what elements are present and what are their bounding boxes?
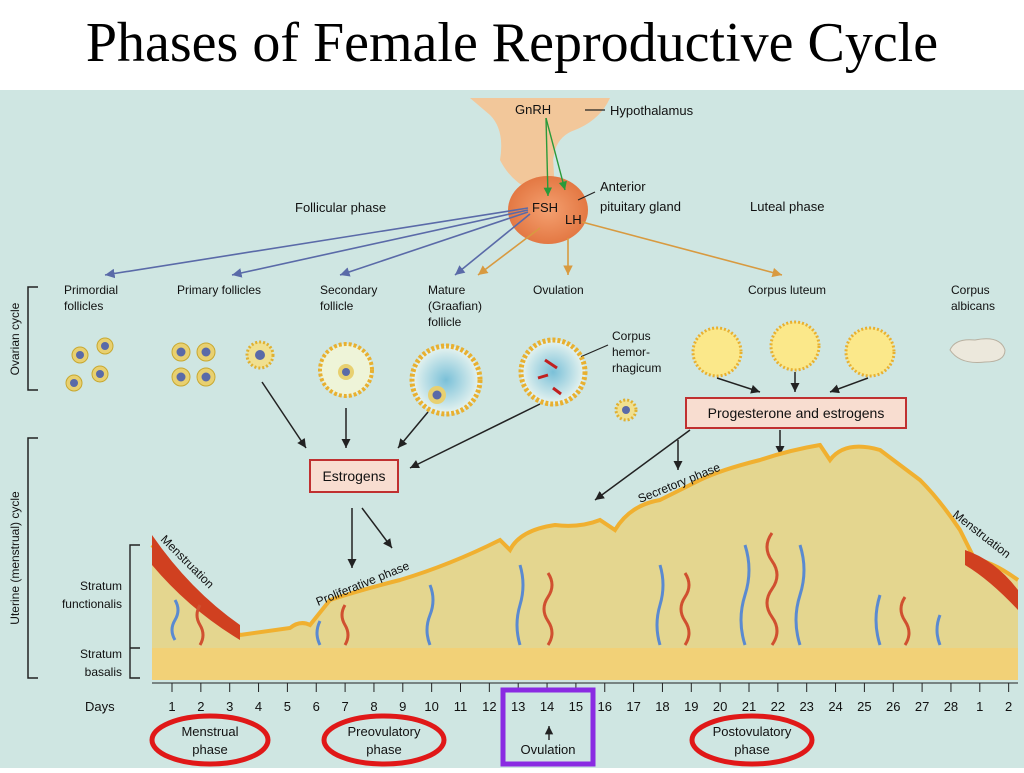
secondary-label-2: follicle [320, 299, 354, 313]
basalis-label-2: basalis [85, 665, 122, 679]
day-label: 7 [341, 699, 348, 714]
lh-arrows [477, 221, 783, 278]
basalis-label-1: Stratum [80, 647, 122, 661]
pituitary-label-2: pituitary gland [600, 199, 681, 214]
mature-label-3: follicle [428, 315, 462, 329]
day-label: 16 [598, 699, 612, 714]
days-label: Days [85, 699, 115, 714]
svg-text:Menstrual: Menstrual [181, 724, 238, 739]
mature-follicle [409, 343, 483, 417]
fsh-label: FSH [532, 200, 558, 215]
svg-text:phase: phase [366, 742, 401, 757]
preovulatory-phase-marker: Preovulatory phase [321, 713, 447, 767]
day-label: 22 [771, 699, 785, 714]
progesterone-box: Progesterone and estrogens [685, 397, 907, 429]
estrogens-box: Estrogens [309, 459, 399, 493]
svg-text:phase: phase [734, 742, 769, 757]
mature-label-1: Mature [428, 283, 466, 297]
day-label: 27 [915, 699, 929, 714]
day-label: 5 [284, 699, 291, 714]
day-label: 19 [684, 699, 698, 714]
day-label: 15 [569, 699, 583, 714]
corpus-hem-label-3: rhagicum [612, 361, 661, 375]
corpus-albicans [949, 338, 1006, 363]
diagram-panel: GnRH Hypothalamus FSH LH Anterior pituit… [0, 90, 1024, 768]
functionalis-label-1: Stratum [80, 579, 122, 593]
day-label: 10 [424, 699, 438, 714]
fsh-arrows [104, 207, 531, 279]
svg-text:Preovulatory: Preovulatory [348, 724, 421, 739]
page-title: Phases of Female Reproductive Cycle [85, 12, 939, 74]
day-label: 14 [540, 699, 554, 714]
corpus-hem-label-2: hemor- [612, 345, 650, 359]
day-label: 3 [226, 699, 233, 714]
secondary-label-1: Secondary [320, 283, 377, 297]
reproductive-cycle-diagram: GnRH Hypothalamus FSH LH Anterior pituit… [8, 98, 1020, 767]
corpus-luteum [691, 320, 896, 378]
day-label: 2 [197, 699, 204, 714]
day-label: 11 [454, 699, 468, 714]
ovulation-label: Ovulation [533, 283, 584, 297]
day-label: 26 [886, 699, 900, 714]
day-label: 12 [482, 699, 496, 714]
uterine-glands [170, 532, 942, 646]
hypothalamus-label: Hypothalamus [610, 103, 694, 118]
mature-label-2: (Graafian) [428, 299, 482, 313]
functionalis-label-2: functionalis [62, 597, 122, 611]
day-label: 21 [742, 699, 756, 714]
primordial-label-2: follicles [64, 299, 103, 313]
svg-text:Ovulation: Ovulation [521, 742, 576, 757]
postovulatory-phase-marker: Postovulatory phase [689, 713, 815, 767]
primordial-label-1: Primordial [64, 283, 118, 297]
corpus-luteum-label: Corpus luteum [748, 283, 826, 297]
day-label: 6 [313, 699, 320, 714]
menstrual-phase-marker: Menstrual phase [149, 713, 271, 767]
day-label: 17 [626, 699, 640, 714]
day-label: 1 [976, 699, 983, 714]
ovarian-cycle-label: Ovarian cycle [8, 302, 22, 375]
day-label: 28 [944, 699, 958, 714]
svg-text:Estrogens: Estrogens [322, 468, 385, 484]
day-label: 24 [828, 699, 842, 714]
follicular-phase-label: Follicular phase [295, 200, 386, 215]
luteal-phase-label: Luteal phase [750, 199, 824, 214]
corpus-hem-label-1: Corpus [612, 329, 651, 343]
primary-follicles [171, 340, 275, 387]
day-label: 2 [1005, 699, 1012, 714]
day-label: 8 [370, 699, 377, 714]
gnrh-label: GnRH [515, 102, 551, 117]
lh-label: LH [565, 212, 582, 227]
corpus-albicans-label-1: Corpus [951, 283, 990, 297]
ovulation-marker: Ovulation [500, 687, 596, 767]
pituitary-label-1: Anterior [600, 179, 646, 194]
day-label: 23 [799, 699, 813, 714]
day-label: 20 [713, 699, 727, 714]
svg-text:phase: phase [192, 742, 227, 757]
day-label: 9 [399, 699, 406, 714]
estrogen-arrows [261, 372, 869, 568]
hypothalamus-pituitary: GnRH Hypothalamus FSH LH Anterior pituit… [470, 98, 694, 244]
primordial-follicles [65, 337, 114, 392]
day-label: 25 [857, 699, 871, 714]
svg-text:Progesterone and estrogens: Progesterone and estrogens [708, 405, 885, 421]
day-label: 4 [255, 699, 262, 714]
svg-text:Postovulatory: Postovulatory [713, 724, 792, 739]
corpus-albicans-label-2: albicans [951, 299, 995, 313]
uterine-cycle-label: Uterine (menstrual) cycle [8, 491, 22, 625]
primary-label: Primary follicles [177, 283, 261, 297]
secondary-follicle [318, 342, 374, 398]
day-label: 13 [511, 699, 525, 714]
ovulating-follicle [518, 337, 638, 422]
day-label: 18 [655, 699, 669, 714]
pituitary-gland [508, 176, 588, 244]
day-label: 1 [168, 699, 175, 714]
endometrium [150, 442, 1020, 680]
